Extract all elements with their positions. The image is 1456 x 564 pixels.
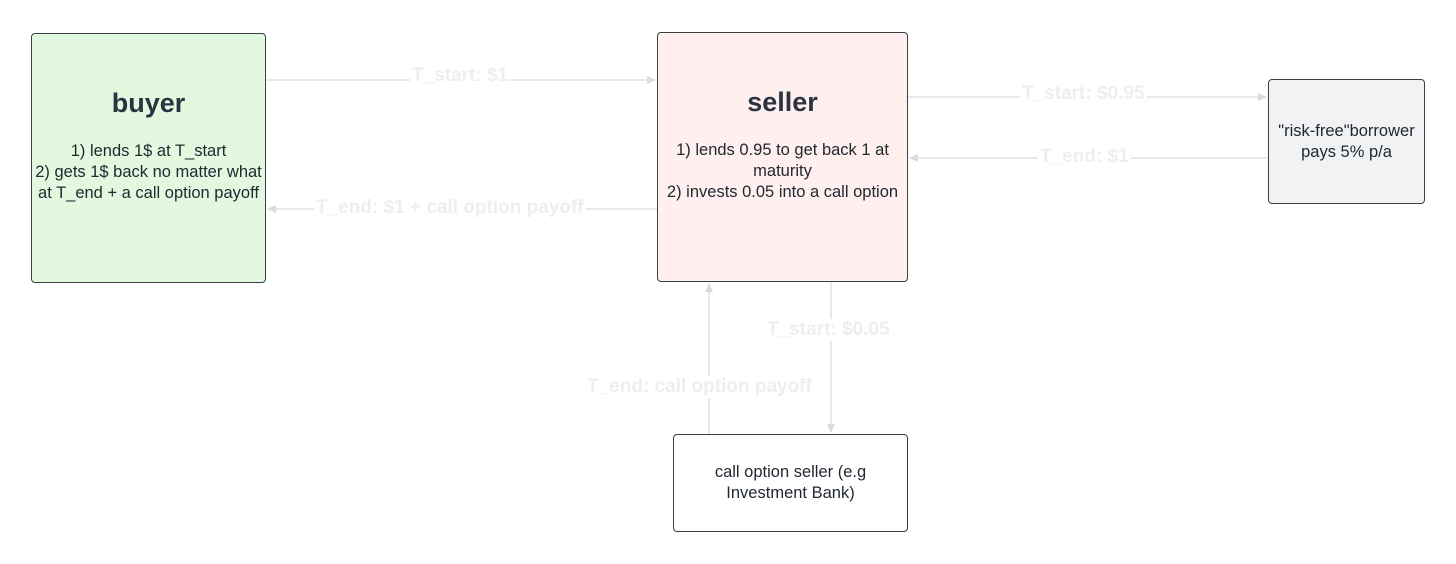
call-option-seller-description: call option seller (e.g Investment Bank) xyxy=(714,463,867,502)
risk-free-borrower-description: "risk-free"borrower pays 5% p/a xyxy=(1278,121,1415,161)
buyer-node: buyer 1) lends 1$ at T_start 2) gets 1$ … xyxy=(31,33,266,283)
risk-free-borrower-node: "risk-free"borrower pays 5% p/a xyxy=(1268,79,1425,204)
seller-node: seller 1) lends 0.95 to get back 1 at ma… xyxy=(657,32,908,282)
edge-label-borrower-to-seller: T_end: $1 xyxy=(1038,146,1131,168)
seller-description: 1) lends 0.95 to get back 1 at maturity … xyxy=(666,141,899,201)
buyer-description: 1) lends 1$ at T_start 2) gets 1$ back n… xyxy=(35,142,262,202)
buyer-title: buyer xyxy=(111,88,186,118)
edge-label-seller-to-call-option-seller: T_start: $0.05 xyxy=(765,319,892,341)
call-option-seller-node: call option seller (e.g Investment Bank) xyxy=(673,434,908,532)
seller-title: seller xyxy=(747,87,818,117)
edge-label-seller-to-borrower: T_start: $0.95 xyxy=(1020,83,1147,105)
edge-label-seller-to-buyer: T_end: $1 + call option payoff xyxy=(314,197,586,219)
edge-label-buyer-to-seller: T_start: $1 xyxy=(410,65,511,87)
edge-label-call-option-seller-to-seller: T_end: call option payoff xyxy=(585,376,814,398)
